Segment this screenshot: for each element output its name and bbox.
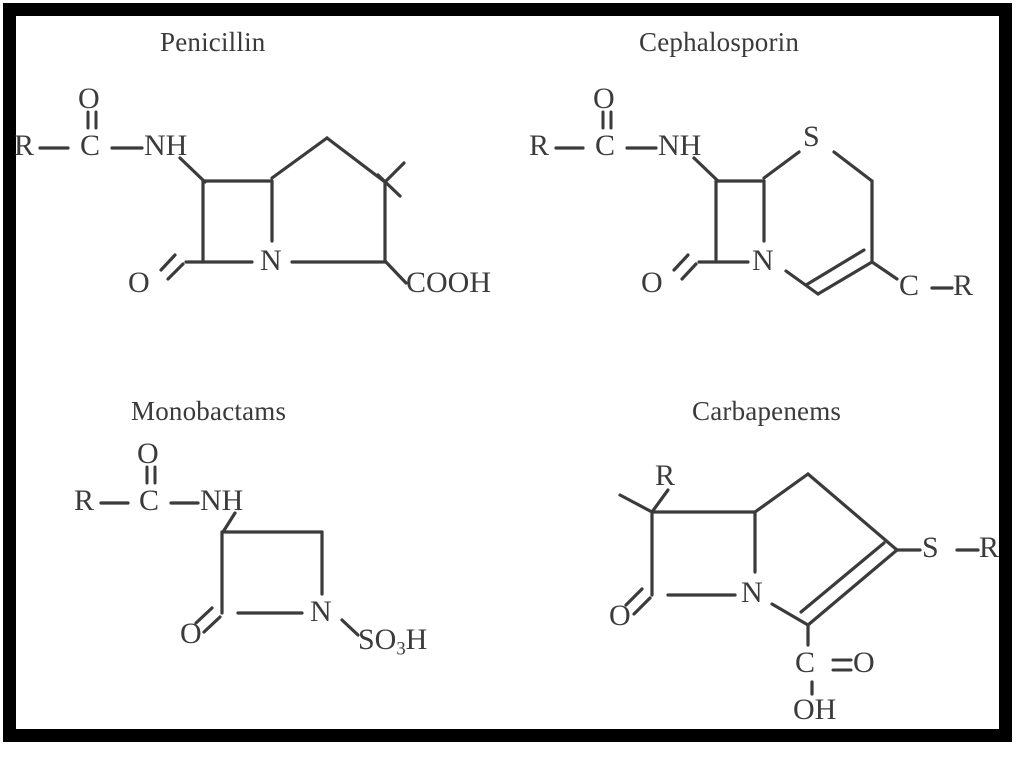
cephalosporin-bonds — [554, 110, 954, 296]
carbapenems-carboxyl-oxygen-label: O — [853, 646, 875, 679]
sulfonate-subscript: 3 — [396, 638, 406, 660]
sulfonate-tail: H — [405, 623, 428, 656]
monobactams-carbonyl-carbon-label: C — [139, 484, 160, 517]
penicillin-acyl-oxygen-label: O — [78, 82, 100, 115]
panel-title-carbapenems: Carbapenems — [692, 396, 842, 426]
penicillin-carboxyl-label: COOH — [406, 266, 492, 299]
carbapenems-sulfur-label: S — [922, 531, 939, 564]
monobactams-acyl-oxygen-label: O — [137, 437, 159, 470]
penicillin-r-group-label: R — [14, 129, 35, 162]
cephalosporin-side-carbon-label: C — [899, 269, 920, 302]
carbapenems-carboxyl-carbon-label: C — [795, 646, 816, 679]
monobactams-sulfonate-label: SO3H — [358, 625, 427, 659]
carbapenems-ring-nitrogen-label: N — [741, 576, 763, 609]
cephalosporin-carbonyl-carbon-label: C — [595, 129, 616, 162]
monobactams-amide-label: NH — [200, 484, 244, 517]
figure-border — [3, 3, 1012, 742]
penicillin-ring-nitrogen-label: N — [260, 244, 282, 277]
panel-title-monobactams: Monobactams — [131, 396, 287, 426]
monobactams-bonds — [99, 465, 360, 637]
monobactams-lactam-oxygen-label: O — [180, 617, 202, 650]
cephalosporin-sulfur-label: S — [803, 120, 820, 153]
monobactams-ring-nitrogen-label: N — [310, 595, 332, 628]
penicillin-amide-label: NH — [144, 129, 188, 162]
carbapenems-hydroxyl-label: OH — [793, 693, 837, 726]
carbapenems-r-group-label: R — [655, 459, 676, 492]
panel-title-penicillin: Penicillin — [160, 27, 266, 57]
cephalosporin-amide-label: NH — [658, 129, 702, 162]
cephalosporin-r-group-label: R — [529, 129, 550, 162]
penicillin-lactam-oxygen-label: O — [128, 266, 150, 299]
panel-title-cephalosporin: Cephalosporin — [639, 27, 800, 57]
sulfonate-main: SO — [358, 623, 397, 656]
monobactams-r-group-label: R — [74, 484, 95, 517]
carbapenems-bonds — [618, 472, 980, 696]
carbapenems-lactam-oxygen-label: O — [609, 599, 631, 632]
carbapenems-thio-r-group-label: R — [979, 531, 1000, 564]
cephalosporin-acyl-oxygen-label: O — [593, 82, 615, 115]
penicillin-bonds — [38, 110, 408, 285]
cephalosporin-side-r-group-label: R — [953, 269, 974, 302]
penicillin-carbonyl-carbon-label: C — [80, 129, 101, 162]
cephalosporin-lactam-oxygen-label: O — [641, 266, 663, 299]
cephalosporin-ring-nitrogen-label: N — [752, 244, 774, 277]
